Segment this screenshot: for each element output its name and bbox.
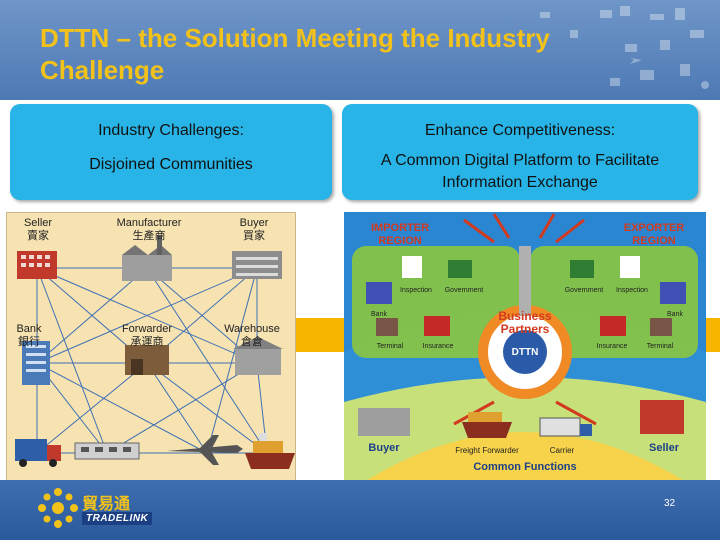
carrier-label: Carrier	[549, 446, 575, 455]
terminal-left-label: Terminal	[376, 343, 404, 350]
manufacturer-label-en: Manufacturer	[116, 217, 182, 229]
exporter-icons	[570, 256, 686, 336]
bank-label-en: Bank	[16, 323, 42, 335]
insurance-right-label: Insurance	[596, 343, 628, 350]
seller-label-cn: 賣家	[27, 230, 49, 242]
government-right-label: Government	[564, 287, 604, 294]
bank-label-cn: 銀行	[18, 336, 40, 348]
business-partners-label: Business Partners	[498, 309, 552, 336]
tradelink-logo-icon	[38, 488, 78, 528]
importer-icons	[366, 256, 472, 336]
industry-challenges-heading: Industry Challenges:	[98, 122, 244, 139]
industry-challenges-box: Industry Challenges: Disjoined Communiti…	[10, 104, 332, 200]
disjoined-communities-text: Disjoined Communities	[89, 156, 253, 173]
forwarder-label-en: Forwarder	[121, 323, 173, 335]
dttn-graphic	[344, 212, 706, 482]
terminal-right-label: Terminal	[646, 343, 674, 350]
insurance-left-label: Insurance	[422, 343, 454, 350]
train-icon	[74, 442, 140, 460]
dttn-center-label: DTTN	[511, 347, 539, 358]
forwarder-label: Forwarder 承運商	[111, 323, 183, 349]
seller-bottom-label: Seller	[649, 442, 679, 454]
bank-label: Bank 銀行	[9, 323, 49, 349]
enhance-competitiveness-heading: Enhance Competitiveness:	[424, 122, 616, 139]
ship-icon	[245, 433, 295, 469]
airplane-icon	[167, 435, 243, 465]
manufacturer-factory-icon	[122, 235, 172, 281]
buyer-label: Buyer 買家	[229, 217, 279, 243]
exporter-region-label: EXPORTER REGION	[623, 222, 685, 247]
forwarder-label-cn: 承運商	[130, 336, 164, 348]
inspection-right-label: Inspection	[616, 287, 648, 294]
page-number: 32	[664, 498, 676, 509]
slide-footer	[0, 480, 720, 540]
bottom-icons	[358, 400, 684, 438]
disjoined-communities-diagram: Seller 賣家 Manufacturer 生產商 Buyer 買家 Bank…	[6, 212, 296, 482]
enhance-competitiveness-box: Enhance Competitiveness: A Common Digita…	[342, 104, 698, 200]
connection-lines	[15, 235, 295, 469]
inspection-left-label: Inspection	[400, 287, 432, 294]
manufacturer-label: Manufacturer 生產商	[107, 217, 191, 243]
seller-label-en: Seller	[23, 217, 53, 229]
buyer-label-en: Buyer	[239, 217, 269, 229]
bank-left-label: Bank	[371, 311, 387, 318]
slide-title: DTTN – the Solution Meeting the Industry…	[40, 23, 550, 85]
bank-right-label: Bank	[667, 311, 683, 318]
buyer-building-icon	[232, 251, 282, 279]
common-platform-text: A Common Digital Platform to Facilitate …	[380, 152, 660, 191]
warehouse-label-en: Warehouse	[224, 323, 280, 335]
dttn-platform-diagram: IMPORTER REGION EXPORTER REGION Inspecti…	[344, 212, 706, 482]
tradelink-logo-text: TRADELINK	[82, 512, 153, 525]
seller-label: Seller 賣家	[13, 217, 63, 243]
buyer-label-cn: 買家	[243, 230, 265, 242]
map-background-graphic	[540, 6, 709, 89]
manufacturer-label-cn: 生產商	[132, 230, 166, 242]
slide-header: DTTN – the Solution Meeting the Industry…	[0, 0, 720, 100]
truck-icon	[15, 439, 61, 467]
importer-region-label: IMPORTER REGION	[370, 222, 430, 247]
bank-building-icon	[22, 341, 50, 385]
freight-forwarder-label: Freight Forwarder	[455, 446, 519, 455]
common-functions-label: Common Functions	[473, 461, 577, 473]
warehouse-label-cn: 倉倉	[241, 336, 263, 348]
seller-building-icon	[17, 251, 57, 279]
tradelink-logo-chinese: 貿易通	[82, 496, 131, 513]
government-left-label: Government	[444, 287, 484, 294]
forwarder-building-icon	[125, 345, 169, 375]
buyer-bottom-label: Buyer	[368, 442, 400, 454]
warehouse-building-icon	[233, 337, 283, 375]
warehouse-label: Warehouse 倉倉	[215, 323, 289, 349]
